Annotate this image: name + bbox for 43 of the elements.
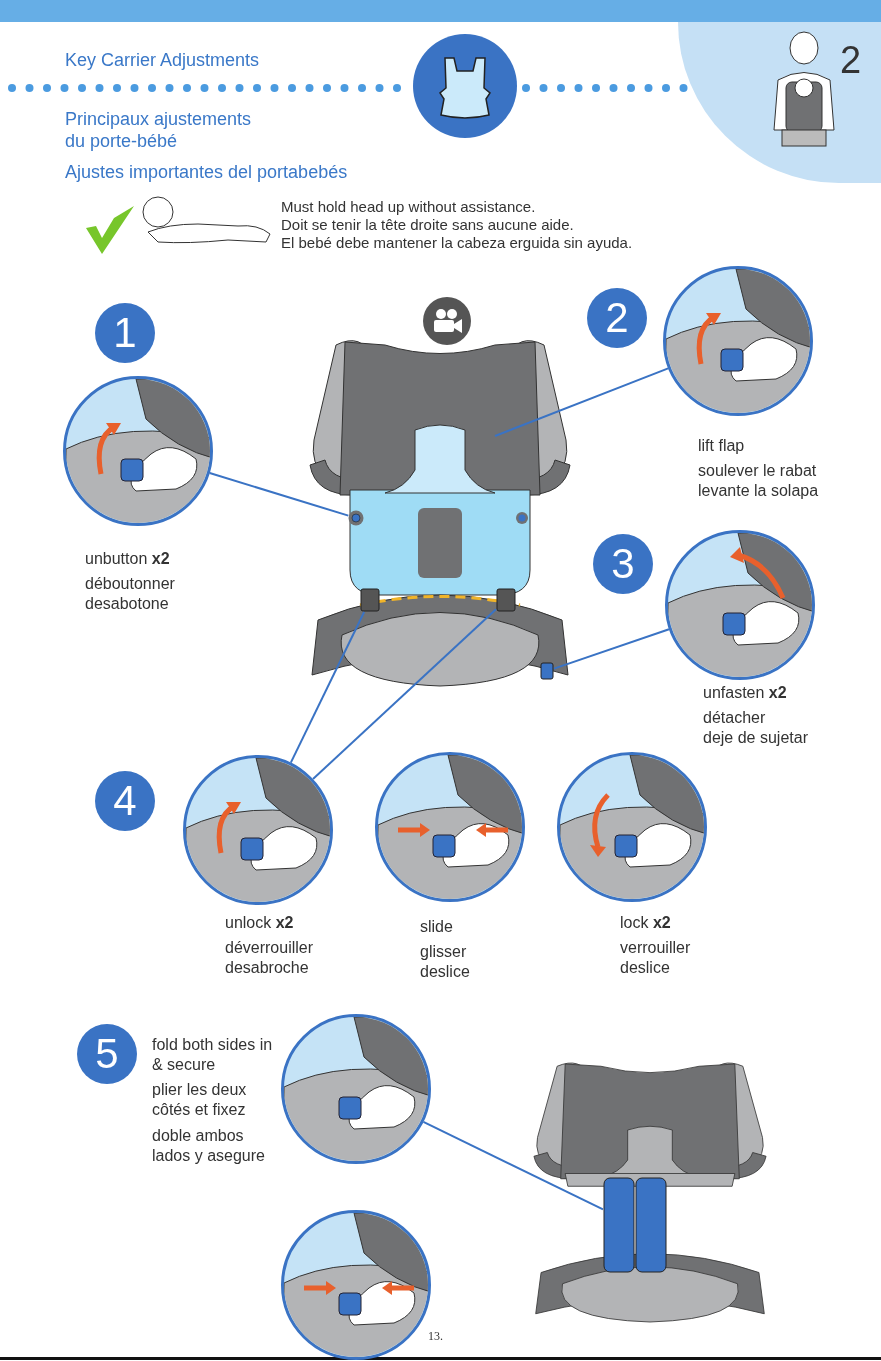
page-section-number: 2: [840, 40, 862, 80]
instruction-text: détacher: [703, 708, 766, 728]
instruction-text: unlock x2: [225, 913, 294, 933]
instruction-text: slide: [420, 917, 453, 937]
instruction-text: verrouiller: [620, 938, 691, 958]
page-number: 13.: [428, 1328, 443, 1345]
leader-line: [312, 608, 497, 780]
buckle-drawing: [496, 588, 516, 612]
step-number: 1: [95, 303, 155, 363]
instruction-text: lock x2: [620, 913, 671, 933]
instruction-text: plier les deux côtés et fixez: [152, 1080, 248, 1120]
instruction-text: levante la solapa: [698, 481, 819, 501]
note-text: Must hold head up without assistance.: [281, 198, 536, 216]
leader-line: [494, 367, 670, 437]
instruction-text: deje de sujetar: [703, 728, 808, 748]
step-number: 5: [77, 1024, 137, 1084]
note-text: El bebé debe mantener la cabeza erguida sin ayuda.: [281, 234, 633, 252]
instruction-text: doble ambos lados y asegure: [152, 1126, 266, 1166]
instruction-text: glisser: [420, 942, 467, 962]
button-drawing: [348, 510, 364, 526]
step-number: 4: [95, 771, 155, 831]
instruction-text: desabotone: [85, 594, 169, 614]
buckle-drawing: [360, 588, 380, 612]
leader-line: [289, 611, 366, 764]
instruction-text: deslice: [420, 962, 470, 982]
instruction-text: deslice: [620, 958, 670, 978]
leader-line: [208, 472, 350, 517]
instruction-text: lift flap: [698, 436, 745, 456]
instruction-text: desabroche: [225, 958, 309, 978]
instruction-text: unbutton x2: [85, 549, 170, 569]
side-panel-drawing: [603, 1177, 667, 1273]
step-number: 2: [587, 288, 647, 348]
instruction-text: déboutonner: [85, 574, 175, 594]
step-number: 3: [593, 534, 653, 594]
leader-line: [422, 1120, 604, 1211]
instruction-text: soulever le rabat: [698, 461, 817, 481]
heading: Principaux ajustements du porte-bébé: [65, 108, 253, 152]
instruction-text: déverrouiller: [225, 938, 314, 958]
heading: Ajustes importantes del portabebés: [65, 161, 348, 183]
title: Key Carrier Adjustments: [65, 51, 260, 69]
note-text: Doit se tenir la tête droite sans aucune aide.: [281, 216, 574, 234]
side-buckle-drawing: [540, 662, 554, 680]
instruction-text: unfasten x2: [703, 683, 787, 703]
